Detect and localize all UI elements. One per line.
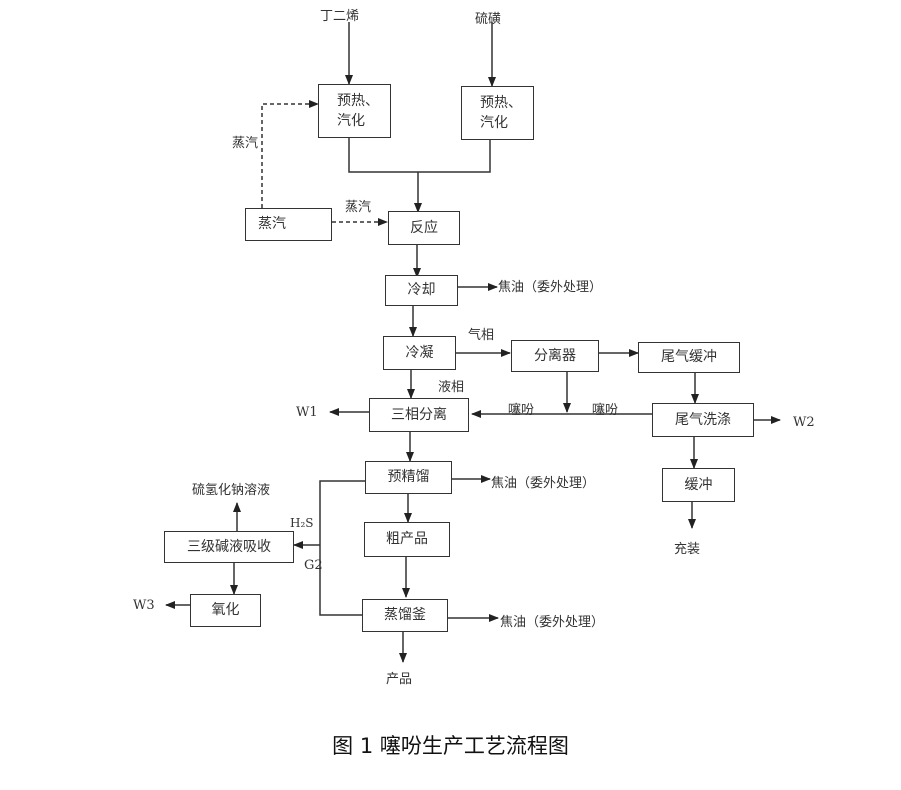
node-three-stage-absorption: 三级碱液吸收: [164, 531, 294, 563]
node-preheat-sulfur: 预热、 汽化: [461, 86, 534, 140]
label-nahs-solution: 硫氢化钠溶液: [192, 483, 271, 498]
label-filling: 充装: [674, 542, 701, 557]
node-text: 汽化: [337, 113, 365, 129]
label-steam-top: 蒸汽: [232, 136, 259, 151]
label-thiophene-2: 噻吩: [592, 403, 619, 418]
node-tail-gas-buffer: 尾气缓冲: [638, 342, 740, 373]
node-condensation: 冷凝: [383, 336, 456, 370]
label-w3: W3: [133, 598, 155, 613]
node-reaction: 反应: [388, 211, 460, 245]
label-gas-phase: 气相: [468, 328, 495, 343]
label-thiophene-1: 噻吩: [508, 403, 535, 418]
node-crude-product: 粗产品: [364, 522, 450, 557]
node-tail-gas-washing: 尾气洗涤: [652, 403, 754, 437]
node-preheat-butadiene: 预热、 汽化: [318, 84, 391, 138]
label-product: 产品: [386, 672, 413, 687]
label-tar-1: 焦油（委外处理）: [498, 280, 603, 295]
node-still: 蒸馏釜: [362, 599, 448, 632]
dashed-steam-to-preheat: [261, 100, 319, 208]
node-separator: 分离器: [511, 340, 599, 372]
node-three-phase-separation: 三相分离: [369, 398, 469, 432]
node-pre-rectification: 预精馏: [365, 461, 452, 494]
label-tar-2: 焦油（委外处理）: [491, 476, 596, 491]
node-text: 预热、: [480, 94, 522, 111]
label-tar-3: 焦油（委外处理）: [500, 615, 605, 630]
node-oxidation: 氧化: [190, 594, 261, 627]
node-steam: 蒸汽: [245, 208, 332, 241]
line-preheat-merge: [348, 137, 491, 173]
label-w1: W1: [296, 405, 318, 420]
node-buffer: 缓冲: [662, 468, 735, 502]
label-feed-sulfur: 硫磺: [475, 12, 502, 27]
node-cooling: 冷却: [385, 275, 458, 306]
label-w2: W2: [793, 415, 815, 430]
figure-caption: 图 1 噻吩生产工艺流程图: [332, 734, 569, 758]
label-feed-butadiene: 丁二烯: [320, 9, 360, 24]
line-g2-collector: [319, 480, 365, 616]
node-text: 汽化: [480, 115, 508, 131]
label-steam-mid: 蒸汽: [345, 200, 372, 215]
label-liquid-phase: 液相: [438, 380, 465, 395]
node-text: 预热、: [337, 92, 379, 109]
label-h2s: H₂S: [290, 516, 314, 530]
label-g2: G2: [304, 558, 323, 573]
